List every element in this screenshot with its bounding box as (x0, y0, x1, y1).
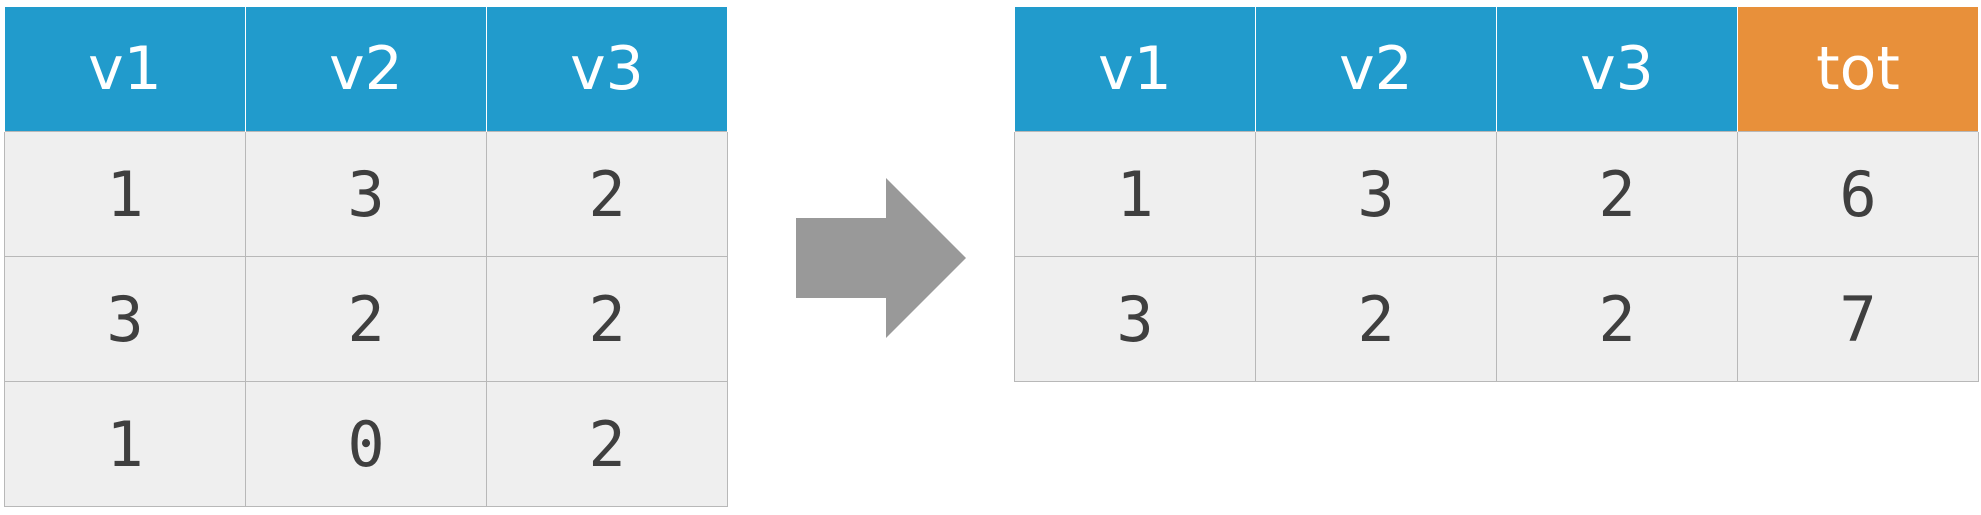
table-cell: 3 (4, 256, 246, 382)
column-header: v1 (4, 7, 246, 132)
table-row: 1 0 2 (4, 381, 728, 507)
computed-column-header: tot (1737, 7, 1979, 132)
header-row: v1 v2 v3 (4, 7, 728, 132)
input-table: v1 v2 v3 1 3 2 3 2 2 1 0 2 (4, 7, 728, 507)
table-cell: 1 (4, 131, 246, 257)
header-row: v1 v2 v3 tot (1014, 7, 1979, 132)
column-header: v1 (1014, 7, 1256, 132)
column-header: v3 (486, 7, 728, 132)
table-cell: 2 (1255, 256, 1497, 382)
table-row: 1 3 2 (4, 131, 728, 257)
right-arrow-icon (796, 178, 966, 338)
table-cell: 3 (1014, 256, 1256, 382)
table-cell: 2 (1496, 131, 1738, 257)
table-cell: 2 (486, 131, 728, 257)
column-header: v2 (1255, 7, 1497, 132)
table-cell: 3 (1255, 131, 1497, 257)
table-row: 3 2 2 7 (1014, 256, 1979, 382)
column-header: v3 (1496, 7, 1738, 132)
table-cell: 2 (1496, 256, 1738, 382)
table-cell: 0 (245, 381, 487, 507)
arrow-shape (796, 178, 966, 338)
column-header: v2 (245, 7, 487, 132)
table-row: 1 3 2 6 (1014, 131, 1979, 257)
table-cell: 2 (486, 256, 728, 382)
computed-cell: 6 (1737, 131, 1979, 257)
table-cell: 3 (245, 131, 487, 257)
computed-cell: 7 (1737, 256, 1979, 382)
table-cell: 1 (4, 381, 246, 507)
table-row: 3 2 2 (4, 256, 728, 382)
table-cell: 2 (486, 381, 728, 507)
table-cell: 1 (1014, 131, 1256, 257)
output-table: v1 v2 v3 tot 1 3 2 6 3 2 2 7 (1014, 7, 1979, 382)
table-cell: 2 (245, 256, 487, 382)
